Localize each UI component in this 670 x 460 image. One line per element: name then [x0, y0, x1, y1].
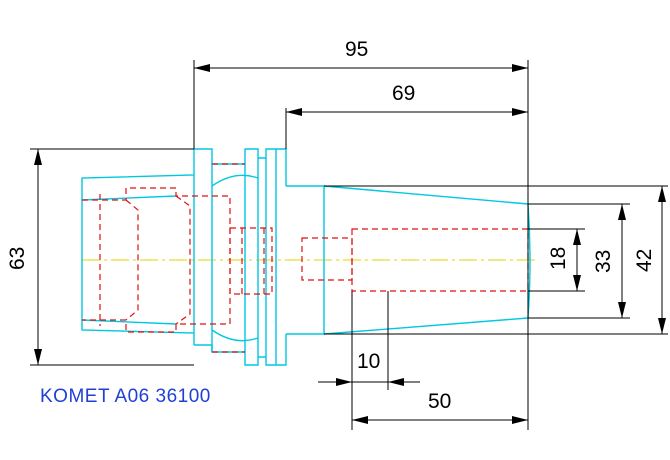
dim-inner-bore: 18 — [547, 247, 570, 270]
dim-flange-to-end: 69 — [392, 82, 415, 105]
dimension-lines — [30, 60, 668, 430]
dim-chamfer-length: 10 — [357, 350, 380, 373]
dim-overall-length: 95 — [345, 38, 368, 61]
dim-bore-diameter: 33 — [592, 250, 615, 273]
tool-outline — [81, 148, 531, 366]
hidden-lines — [82, 163, 529, 353]
dim-end-diameter: 42 — [633, 249, 656, 272]
dim-body-diameter: 63 — [6, 247, 29, 270]
part-label: KOMET A06 36100 — [40, 386, 211, 407]
dim-bore-depth: 50 — [428, 390, 451, 413]
